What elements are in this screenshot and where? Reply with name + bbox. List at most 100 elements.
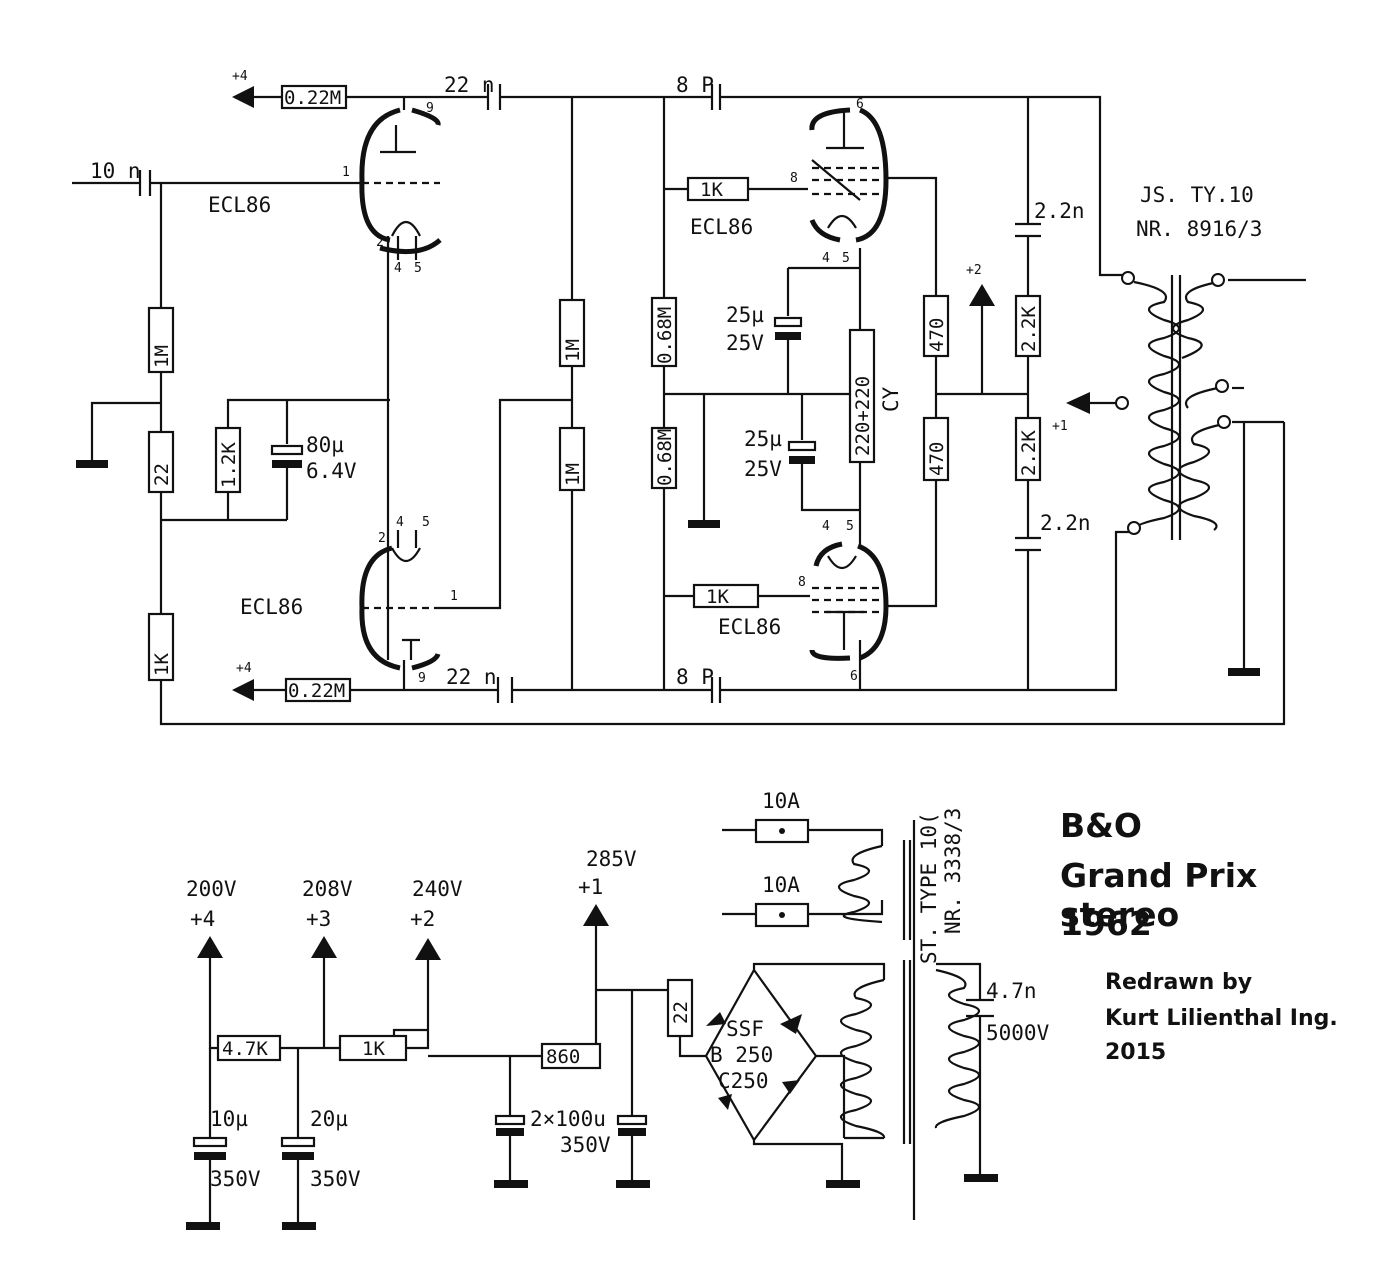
label-rail-tap: +4: [190, 907, 215, 931]
pin-label: 1: [450, 589, 458, 604]
pin-label: 5: [422, 515, 430, 530]
pin-label: 6: [856, 97, 864, 112]
label-grid-stopper-top: 1K: [700, 179, 723, 201]
label-tail-res: 1K: [151, 653, 173, 676]
pin-label: 6: [850, 669, 858, 684]
labels-amp: 10 n 22 n 22 n 8 P 8 P 0.22M 0.22M +4 +4…: [90, 69, 1262, 702]
label-bypass-cap-value: 80µ: [306, 433, 344, 457]
label-filter-cap-voltage: 350V: [210, 1167, 261, 1191]
label-rectifier: B 250: [710, 1043, 773, 1067]
grounds-psu: [186, 1174, 998, 1230]
label-screen-res-bottom: 470: [926, 442, 948, 476]
label-filter-cap-value: 20µ: [310, 1107, 348, 1131]
label-snubber-cap-top: 2.2n: [1034, 199, 1085, 223]
resistors-psu: [216, 818, 810, 1070]
label-out-grid-res-top: 0.68M: [654, 307, 676, 364]
capacitors-psu: [192, 998, 994, 1160]
label-mains-cap-voltage: 5000V: [986, 1021, 1050, 1045]
pin-label: 4: [394, 261, 402, 276]
label-cathode-cap-bottom-voltage: 25V: [744, 457, 782, 481]
supply-arrows-psu: [197, 904, 609, 960]
label-output-transformer-nr: NR. 8916/3: [1136, 217, 1262, 241]
diodes-psu: [706, 1012, 802, 1110]
label-tube-3: ECL86: [240, 595, 303, 619]
label-rail-voltage: 240V: [412, 877, 463, 901]
label-input-cap: 10 n: [90, 159, 141, 183]
label-snubber-res-bottom: 2.2K: [1018, 430, 1040, 476]
capacitors-amp: [138, 84, 1041, 703]
tube-lower-pentode: [809, 541, 889, 661]
label-psu-transformer-nr: NR. 3338/3: [941, 808, 965, 934]
wires-amp: [72, 95, 1306, 726]
pin-label: 2: [378, 531, 386, 546]
label-tap-bottom: +4: [236, 661, 252, 676]
label-tube-2: ECL86: [690, 215, 753, 239]
label-tube-4: ECL86: [718, 615, 781, 639]
label-psu-transformer-type: ST. TYPE 10(: [917, 812, 941, 964]
label-psu-res: 4.7K: [222, 1038, 268, 1060]
label-snubber-res-top: 2.2K: [1018, 306, 1040, 352]
label-tap-1: +1: [1052, 419, 1068, 434]
label-out-grid-res-bottom: 0.68M: [654, 429, 676, 486]
label-psu-res: 1K: [362, 1038, 385, 1060]
label-cathode-cap-bottom-value: 25µ: [744, 427, 782, 451]
label-psu-res: 860: [546, 1046, 580, 1068]
credit-line-2: Kurt Lilienthal Ing.: [1105, 1006, 1338, 1031]
label-psu-res: 22: [670, 1001, 692, 1024]
label-plate-res-top: 0.22M: [284, 87, 341, 109]
label-mains-cap-value: 4.7n: [986, 979, 1037, 1003]
pin-label: 4: [822, 251, 830, 266]
label-cathode-res: 22: [151, 463, 173, 486]
label-cathode-cap-top-voltage: 25V: [726, 331, 764, 355]
label-rail-voltage: 285V: [586, 847, 637, 871]
label-rail-tap: +3: [306, 907, 331, 931]
pin-label: 9: [426, 101, 434, 116]
wires-psu: [208, 820, 982, 1224]
label-screen-res-top: 470: [926, 318, 948, 352]
pin-label: 5: [842, 251, 850, 266]
label-tap-2: +2: [966, 263, 982, 278]
label-rail-voltage: 208V: [302, 877, 353, 901]
grounds-amp: [76, 460, 1260, 676]
label-rectifier: SSF: [726, 1017, 764, 1041]
label-snubber-cap-bottom: 2.2n: [1040, 511, 1091, 535]
credit-line-1: Redrawn by: [1105, 970, 1253, 995]
credit-line-3: 2015: [1105, 1040, 1167, 1065]
label-feedback-cap-top: 8 P: [676, 73, 714, 97]
title-year: 1962: [1060, 904, 1152, 943]
tube-upper-triode: [359, 107, 442, 260]
label-rail-voltage: 200V: [186, 877, 237, 901]
pin-label: 5: [414, 261, 422, 276]
label-phase-res-top: 1M: [562, 339, 584, 362]
supply-arrows-amp: [232, 86, 1090, 701]
pin-label: 8: [798, 575, 806, 590]
pin-label: 9: [418, 671, 426, 686]
label-cathode-res-type: CY: [879, 386, 903, 412]
pin-label: 5: [846, 519, 854, 534]
label-bypass-cap-voltage: 6.4V: [306, 459, 357, 483]
label-plate-res-bottom: 0.22M: [288, 680, 345, 702]
label-phase-res-bottom: 1M: [562, 463, 584, 486]
label-bypass-res: 1.2K: [218, 442, 240, 488]
label-filter-cap-value: 2×100u: [530, 1107, 606, 1131]
label-fuse: 10A: [762, 873, 800, 897]
label-fuse: 10A: [762, 789, 800, 813]
label-output-transformer-type: JS. TY.10: [1140, 183, 1254, 207]
pin-label: 4: [396, 515, 404, 530]
label-rectifier: C250: [718, 1069, 769, 1093]
resistors-amp: [147, 84, 1042, 703]
label-filter-cap-voltage: 350V: [310, 1167, 361, 1191]
label-coupling-cap-bottom: 22 n: [446, 665, 497, 689]
label-rail-tap: +2: [410, 907, 435, 931]
label-feedback-cap-bottom: 8 P: [676, 665, 714, 689]
label-tube-1: ECL86: [208, 193, 271, 217]
labels-psu: 200V +4 208V +3 240V +2 285V +1 4.7K 1K …: [186, 789, 1050, 1191]
pin-label: 4: [822, 519, 830, 534]
label-cathode-cap-top-value: 25µ: [726, 303, 764, 327]
tube-lower-triode: [359, 530, 441, 671]
label-tap-top: +4: [232, 69, 248, 84]
label-rail-tap: +1: [578, 875, 603, 899]
label-grid-stopper-bottom: 1K: [706, 586, 729, 608]
label-grid-res: 1M: [151, 345, 173, 368]
